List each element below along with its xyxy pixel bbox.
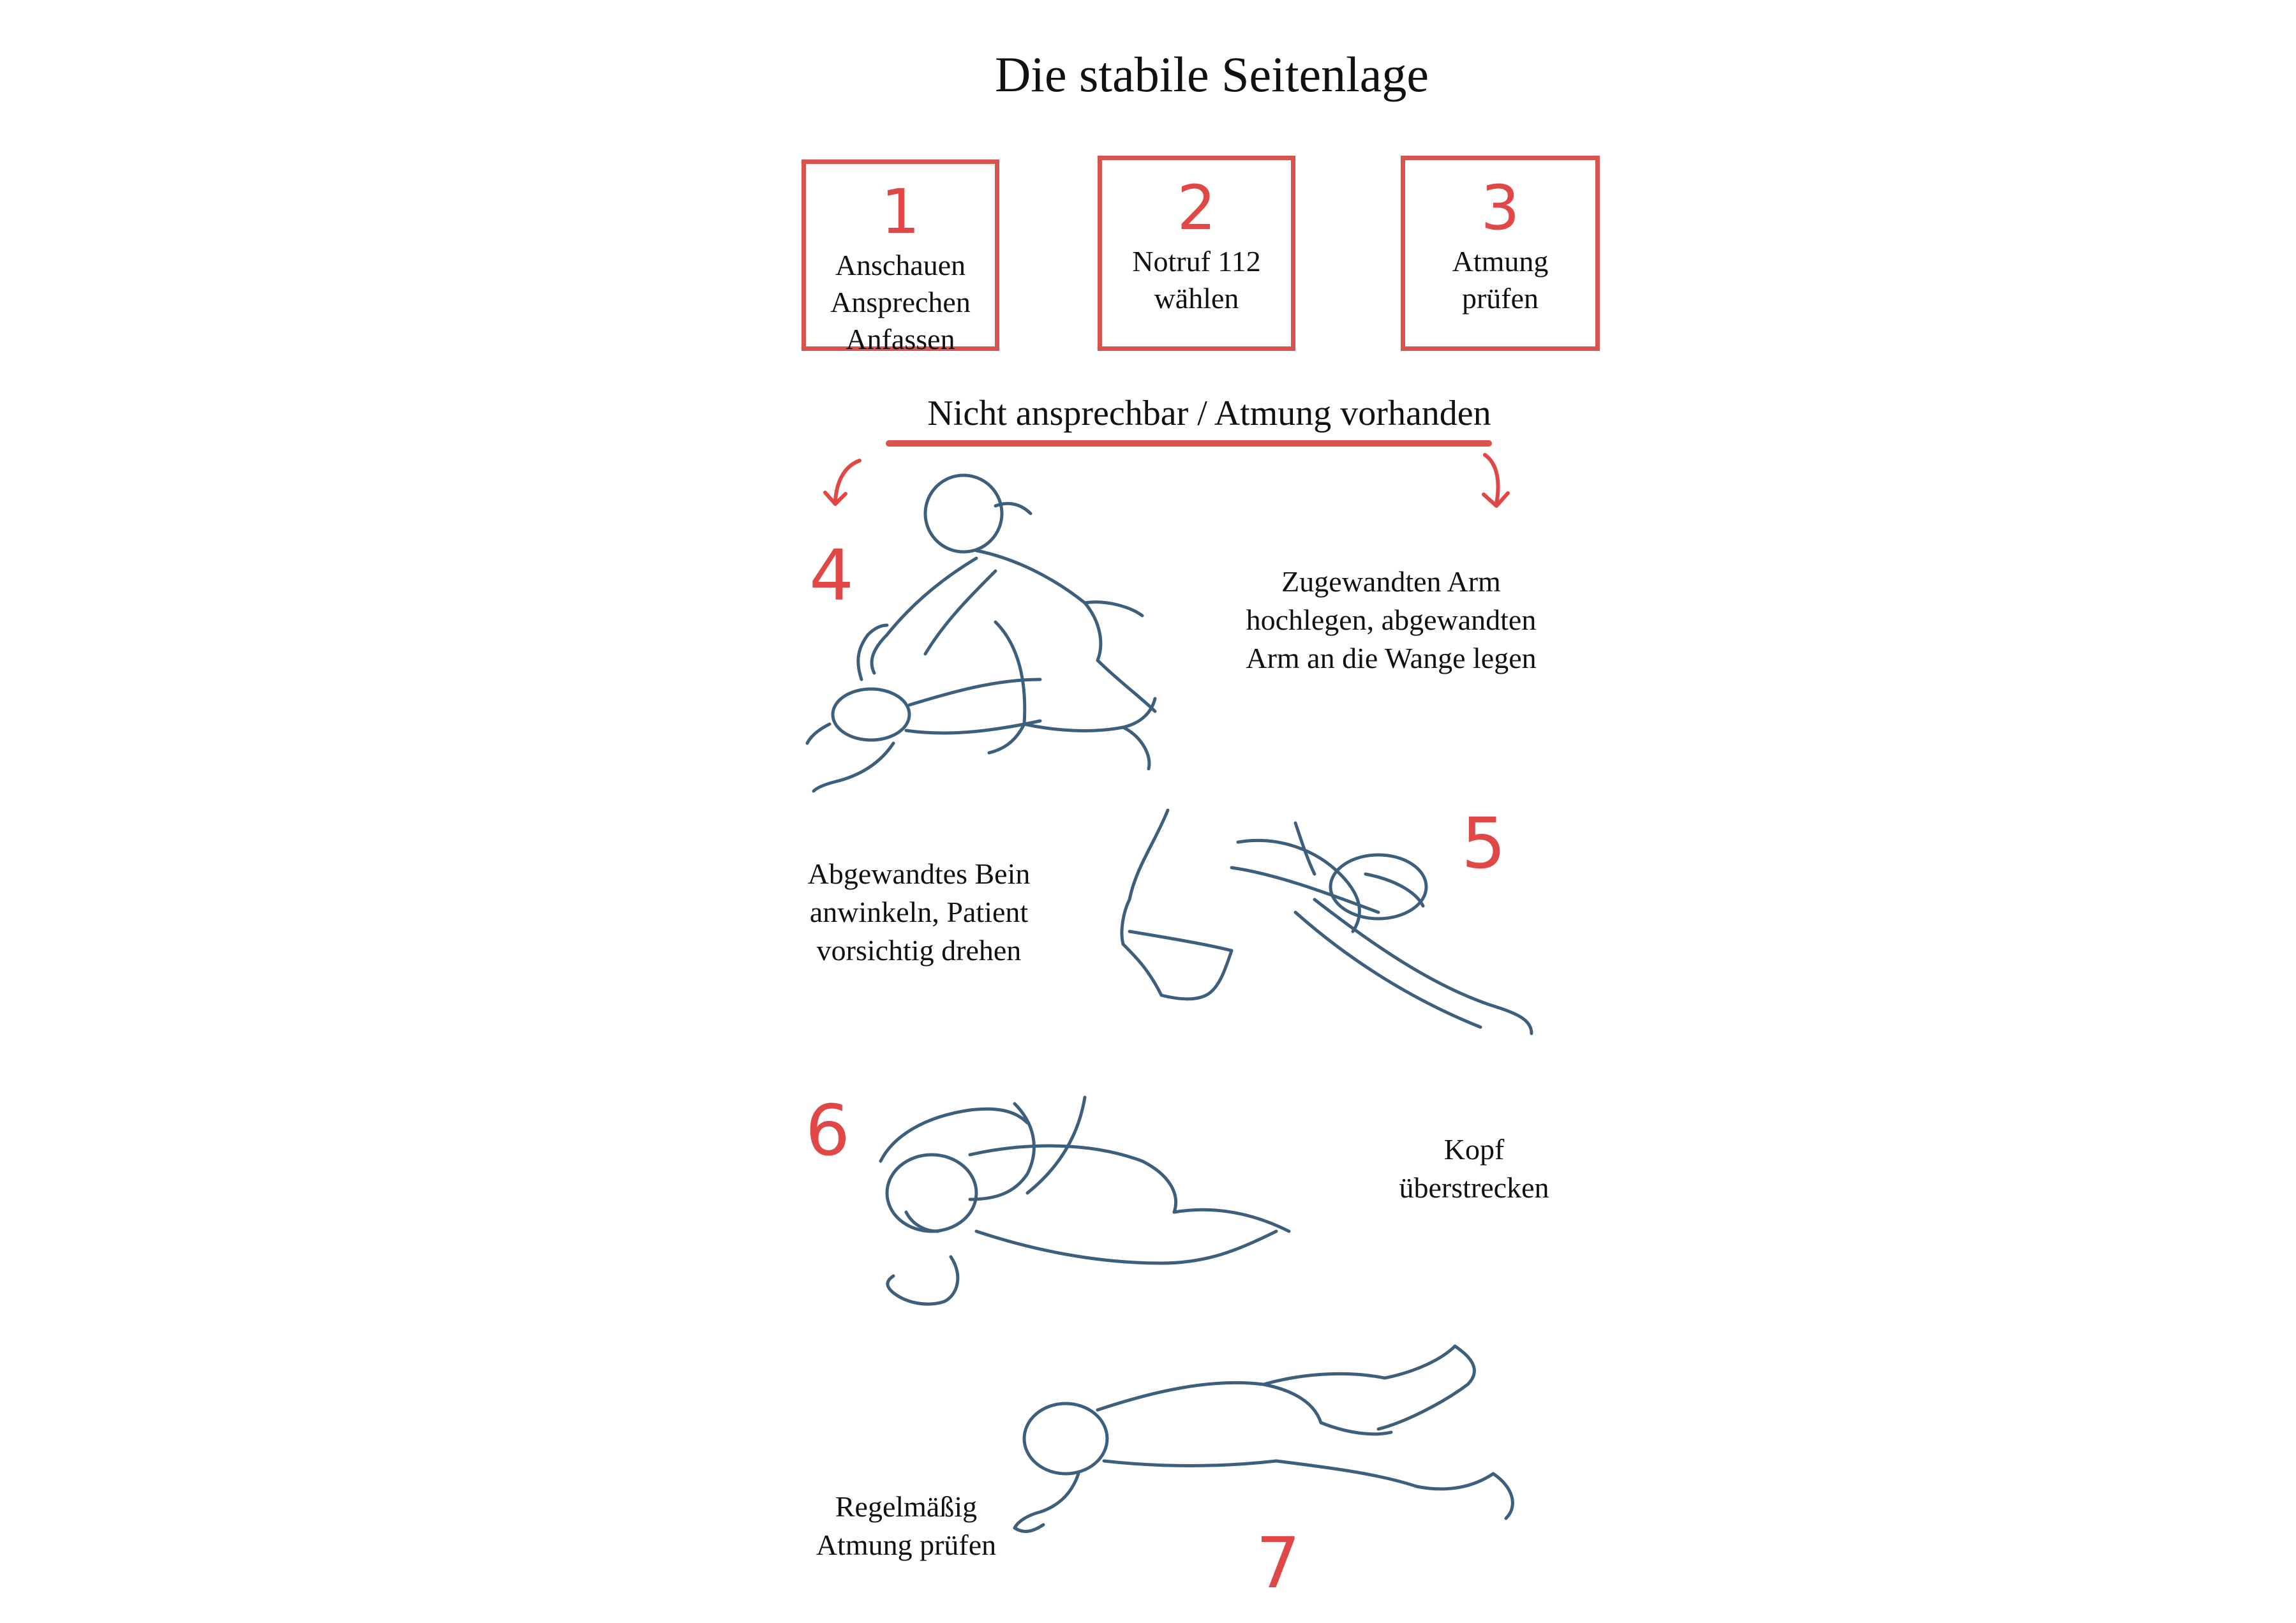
caption-line: hochlegen, abgewandten — [1246, 604, 1537, 636]
caption-line: vorsichtig drehen — [816, 934, 1022, 967]
step-number: 1 — [881, 176, 920, 248]
step-number: 2 — [1177, 172, 1216, 244]
caption-step-4: Zugewandten Arm hochlegen, abgewandten A… — [1200, 563, 1583, 678]
step-text-line: Ansprechen — [830, 286, 971, 318]
step-text-line: Notruf 112 — [1132, 245, 1261, 278]
step-text-line: Anschauen — [835, 249, 966, 281]
caption-step-5: Abgewandtes Bein anwinkeln, Patient vors… — [779, 855, 1059, 970]
caption-line: überstrecken — [1399, 1171, 1549, 1204]
caption-line: anwinkeln, Patient — [809, 896, 1029, 928]
caption-line: Kopf — [1443, 1133, 1505, 1166]
step-box-3: 3 Atmung prüfen — [1401, 156, 1600, 351]
caption-line: Abgewandtes Bein — [807, 857, 1031, 890]
step-number-6: 6 — [805, 1090, 850, 1171]
condition-underline — [886, 440, 1492, 447]
caption-line: Atmung prüfen — [816, 1529, 997, 1561]
step-number-7: 7 — [1256, 1522, 1301, 1604]
illustration-step-7 — [1008, 1333, 1570, 1550]
arrow-down-left-icon — [820, 454, 871, 512]
caption-line: Arm an die Wange legen — [1246, 642, 1537, 674]
caption-line: Regelmäßig — [835, 1490, 978, 1523]
step-text-line: wählen — [1154, 282, 1239, 315]
step-box-2: 2 Notruf 112 wählen — [1098, 156, 1295, 351]
caption-step-6: Kopf überstrecken — [1359, 1130, 1589, 1207]
condition-label: Nicht ansprechbar / Atmung vorhanden — [927, 394, 1491, 433]
arrow-down-right-icon — [1471, 450, 1522, 514]
step-text-line: Anfassen — [846, 323, 955, 355]
illustration-step-6 — [868, 1085, 1315, 1340]
step-number-5: 5 — [1461, 803, 1506, 884]
step-box-1: 1 Anschauen Ansprechen Anfassen — [801, 159, 999, 355]
illustration-step-5 — [1085, 804, 1570, 1046]
caption-step-7: Regelmäßig Atmung prüfen — [791, 1488, 1021, 1564]
step-number: 3 — [1480, 172, 1520, 244]
page-title: Die stabile Seitenlage — [994, 47, 1429, 102]
step-number-4: 4 — [809, 535, 854, 616]
step-text-line: prüfen — [1461, 282, 1539, 315]
illustration-step-4 — [785, 469, 1200, 801]
caption-line: Zugewandten Arm — [1281, 565, 1501, 598]
step-text-line: Atmung — [1452, 245, 1549, 278]
